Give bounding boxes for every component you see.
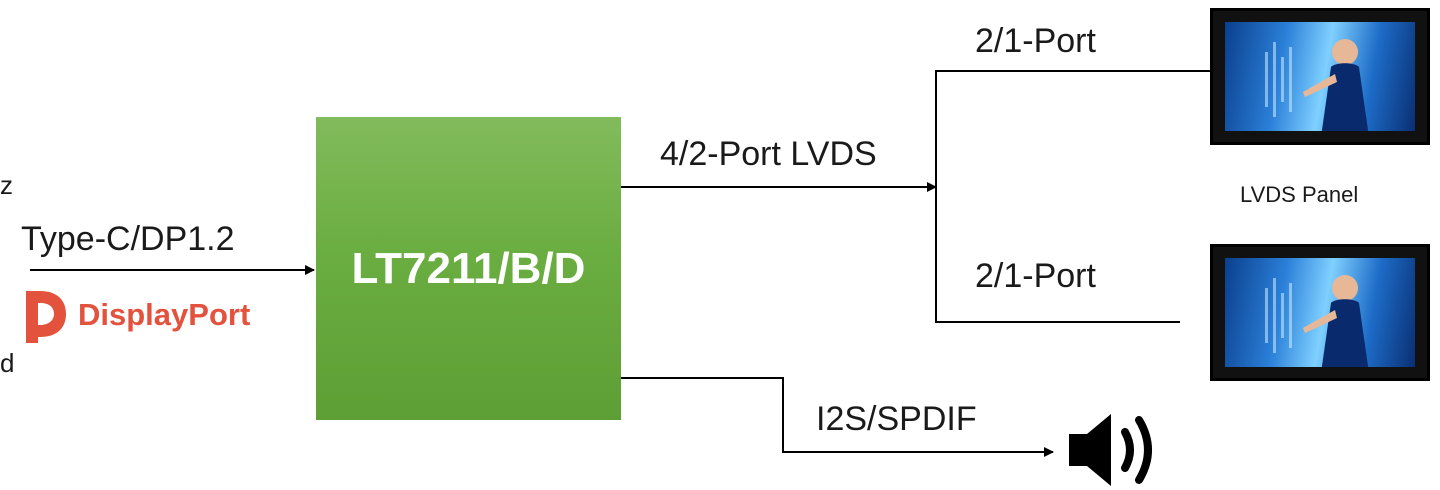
displayport-logo-text: DisplayPort xyxy=(78,297,251,332)
displayport-logo-icon xyxy=(26,291,66,343)
panel-caption: LVDS Panel xyxy=(1240,182,1359,207)
top-port-label: 2/1-Port xyxy=(975,22,1096,60)
audio-output-label: I2S/SPDIF xyxy=(816,400,977,438)
lvds-panel-image xyxy=(1225,258,1415,367)
displayport-logo: DisplayPort xyxy=(26,287,250,343)
cut-off-text-bottom: d xyxy=(0,348,15,378)
bottom-port-label: 2/1-Port xyxy=(975,257,1096,295)
lvds-panel-bottom xyxy=(1210,244,1430,381)
cut-off-text-top: z xyxy=(0,170,13,200)
lvds-panel-top xyxy=(1210,8,1430,145)
chip-block: LT7211/B/D xyxy=(316,117,621,420)
input-interface-label: Type-C/DP1.2 xyxy=(21,220,235,258)
lvds-panel-image xyxy=(1225,22,1415,131)
chip-label: LT7211/B/D xyxy=(351,243,586,293)
lvds-output-label: 4/2-Port LVDS xyxy=(660,135,877,173)
speaker-icon xyxy=(1069,414,1152,486)
panel-figure-icon xyxy=(1265,39,1369,131)
panel-figure-icon xyxy=(1265,275,1369,367)
audio-output-arrow xyxy=(621,377,1054,457)
port-split-lines xyxy=(935,70,1210,323)
